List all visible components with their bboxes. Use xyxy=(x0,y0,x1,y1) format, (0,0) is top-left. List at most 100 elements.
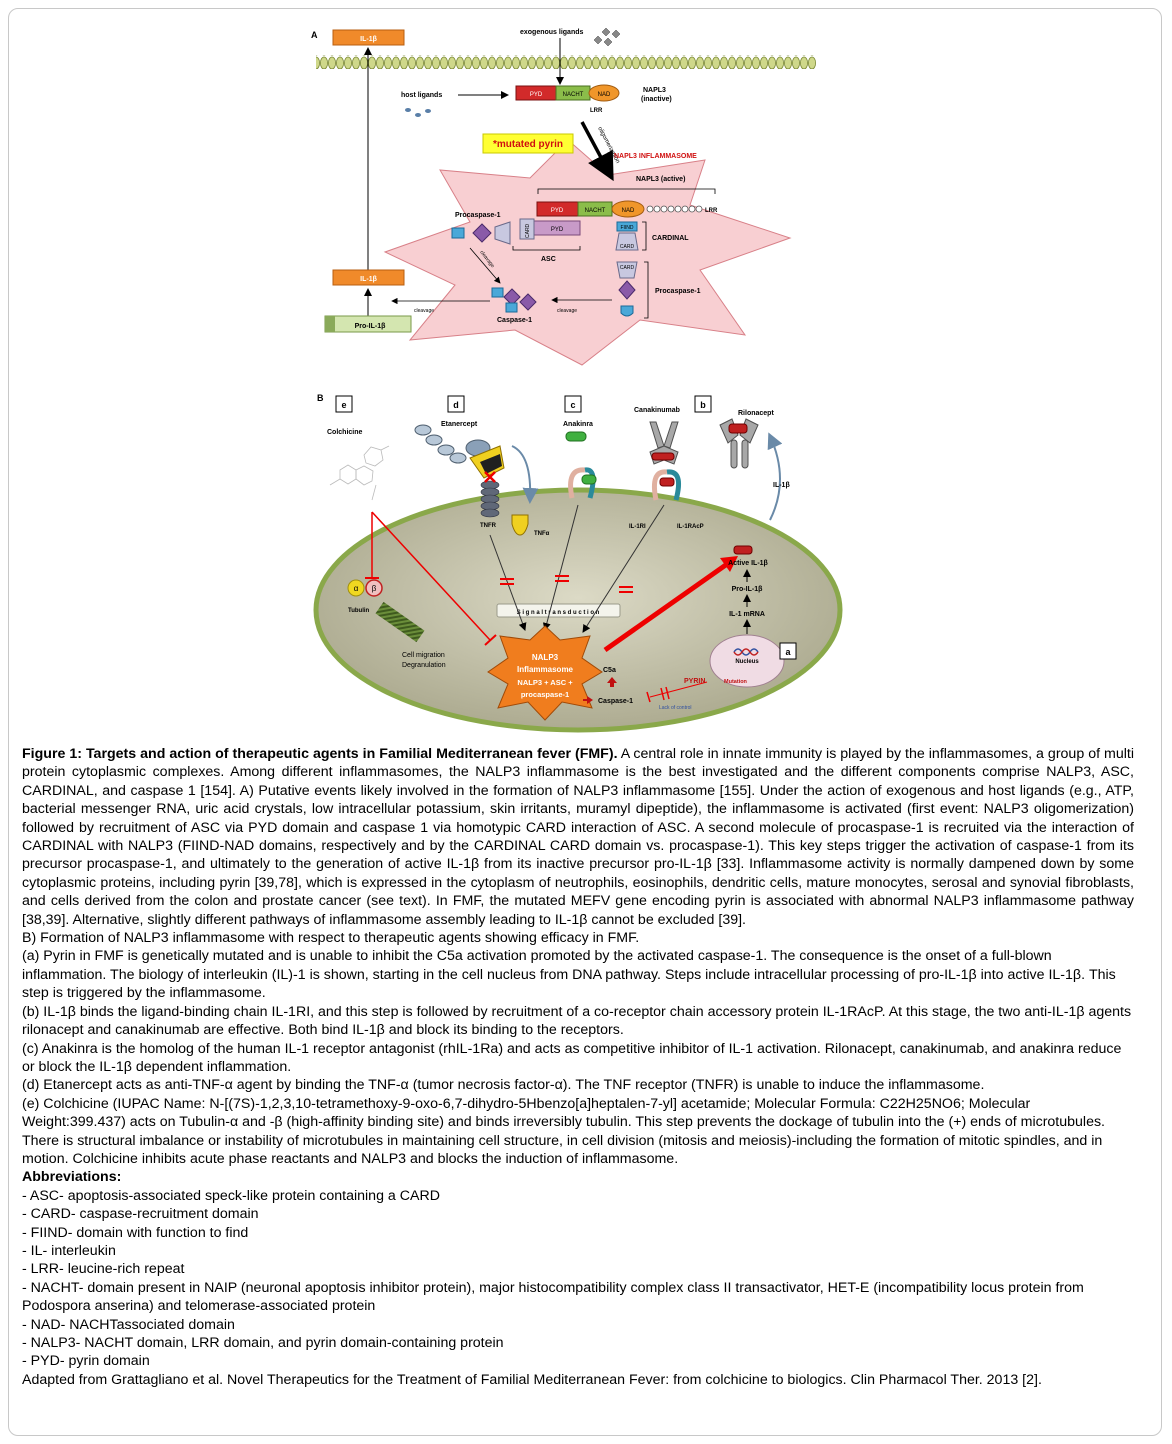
pyrin-end-bar xyxy=(646,691,651,703)
procaspase1-left-label: Procaspase-1 xyxy=(455,212,501,219)
mutation-label: Mutation xyxy=(724,679,748,685)
tag-d-box xyxy=(447,395,465,413)
fiind-domain xyxy=(616,221,638,232)
figure-diagram: A IL-1β exogenous ligands host ligands P… xyxy=(311,27,843,733)
procaspase1-right-card-label: CARD xyxy=(620,265,635,271)
asc-label: ASC xyxy=(541,256,556,263)
cell-migration-label: Cell migration xyxy=(402,652,445,659)
caspase1-complex xyxy=(491,287,537,313)
napl3-inactive-label: NAPL3 xyxy=(643,87,666,94)
caspase1-label-b: Caspase-1 xyxy=(598,698,633,705)
caption-b-struct: There is structural imbalance or instabi… xyxy=(22,1132,1103,1167)
nalp3-star-line2: Inflammasome xyxy=(517,665,574,674)
nucleus-label: Nucleus xyxy=(735,659,759,665)
tag-e: e xyxy=(341,400,346,410)
nalp3-star-line4: procaspase-1 xyxy=(521,690,569,699)
abbreviation-item: - FIIND- domain with function to find xyxy=(22,1224,249,1241)
alpha-label: α xyxy=(354,584,359,593)
pyd-active-label: PYD xyxy=(551,208,564,214)
caption-text-a: A central role in innate immunity is pla… xyxy=(22,746,1134,928)
cell-membrane xyxy=(316,55,816,69)
dna-helix xyxy=(733,648,759,656)
tnfr-label: TNFR xyxy=(480,523,497,529)
panel-a-label: A xyxy=(311,30,318,40)
nacht-inactive-label: NACHT xyxy=(563,92,584,98)
pyrin-label: PYRIN xyxy=(684,678,705,685)
cleavage-right-label: cleavage xyxy=(557,308,577,314)
pyrin-block-2 xyxy=(665,686,670,700)
abbreviation-item: - NAD- NACHTassociated domain xyxy=(22,1316,235,1333)
cardinal-label: CARDINAL xyxy=(652,235,689,242)
exogenous-ligands-label: exogenous ligands xyxy=(520,29,584,36)
tubulin-beta xyxy=(365,579,383,597)
lack-of-control-label: Lack of control xyxy=(659,705,692,711)
lrr-active-label: LRR xyxy=(705,208,718,214)
pro-il1b-tail xyxy=(325,316,335,332)
etanercept-label: Etanercept xyxy=(441,421,478,428)
il1b-top-label: IL-1β xyxy=(360,36,377,43)
nucleus xyxy=(709,634,785,688)
tnfa-label: TNFα xyxy=(534,531,550,537)
cardinal-bracket xyxy=(642,221,647,251)
exogenous-ligand-diamonds xyxy=(593,27,621,47)
tnfr-receptor xyxy=(480,480,500,518)
host-ligands-label: host ligands xyxy=(401,92,442,99)
procaspase1-right-bracket xyxy=(644,261,649,319)
tag-b-box xyxy=(694,395,712,413)
abbreviations-title: Abbreviations: xyxy=(22,1169,122,1186)
caption-b-e: (e) Colchicine (IUPAC Name: N-[(7S)-1,2,… xyxy=(22,1095,1106,1131)
procaspase1-right-card xyxy=(616,261,638,279)
tag-e-box xyxy=(335,395,353,413)
anakinra-molecule xyxy=(565,431,587,442)
asc-bracket xyxy=(512,246,581,251)
rilonacept-label: Rilonacept xyxy=(738,410,774,417)
canakinumab-label: Canakinumab xyxy=(634,407,680,414)
asc-card-domain xyxy=(519,218,535,240)
block-marks xyxy=(500,575,633,593)
procaspase1-right-p20 xyxy=(618,280,636,300)
signal-transduction-bar xyxy=(496,603,621,618)
tubulin-label: Tubulin xyxy=(348,608,370,614)
tnfa-binding-arrow xyxy=(511,445,539,504)
cardinal-card-domain xyxy=(615,232,639,251)
caption-b-b: (b) IL-1β binds the ligand-binding chain… xyxy=(22,1003,1132,1039)
napl3-active-bracket xyxy=(537,188,716,194)
procaspase1-right-label: Procaspase-1 xyxy=(655,288,701,295)
tubulin-alpha xyxy=(347,579,365,597)
caspase-arrow xyxy=(583,696,593,704)
asc-pyd-label: PYD xyxy=(551,227,564,233)
napl3-inactive-state: (inactive) xyxy=(641,96,672,103)
procaspase1-left-p20 xyxy=(472,223,492,243)
abbreviation-item: - CARD- caspase-recruitment domain xyxy=(22,1206,259,1223)
c5a-up-arrow xyxy=(607,677,617,687)
dna-helix-2 xyxy=(733,648,759,656)
procaspase1-left-card xyxy=(494,221,511,245)
degranulation-label: Degranulation xyxy=(402,662,446,669)
inflammasome-title: NAPL3 INFLAMMASOME xyxy=(614,153,697,160)
abbreviation-item: - LRR- leucine-rich repeat xyxy=(22,1261,185,1278)
cardinal-card-label: CARD xyxy=(620,244,635,250)
tag-b: b xyxy=(700,400,706,410)
c5a-label: C5a xyxy=(603,667,616,674)
pro-il1b-label-b: Pro-IL-1β xyxy=(732,586,763,593)
active-il1b-molecule xyxy=(733,545,753,555)
procaspase1-right-p10 xyxy=(620,305,634,317)
colchicine-nalp3-line xyxy=(371,511,491,641)
inflammasome-star xyxy=(383,139,792,366)
tnfa-molecule xyxy=(511,514,529,536)
tag-c-box xyxy=(564,395,582,413)
napl3-active-label: NAPL3 (active) xyxy=(636,176,685,183)
asc-card-label: CARD xyxy=(525,223,531,238)
anakinra-receptor xyxy=(568,467,597,499)
figure-caption: Figure 1: Targets and action of therapeu… xyxy=(22,745,1134,1389)
nad-domain-inactive xyxy=(588,84,620,102)
nalp3-star-line1: NALP3 xyxy=(532,653,559,662)
signal-transduction-label: S i g n a l t r a n s d u c t i o n xyxy=(517,610,600,616)
abbreviation-item: - NALP3- NACHT domain, LRR domain, and p… xyxy=(22,1335,504,1351)
figure-frame xyxy=(8,8,1162,1436)
caption-b-a: (a) Pyrin in FMF is genetically mutated … xyxy=(22,948,1116,1002)
nad-inactive-label: NAD xyxy=(598,92,611,98)
il1-mrna-label: IL-1 mRNA xyxy=(729,611,765,618)
pro-il1b-label-a: Pro-IL-1β xyxy=(355,323,386,330)
oligomerization-arrow xyxy=(580,121,614,182)
